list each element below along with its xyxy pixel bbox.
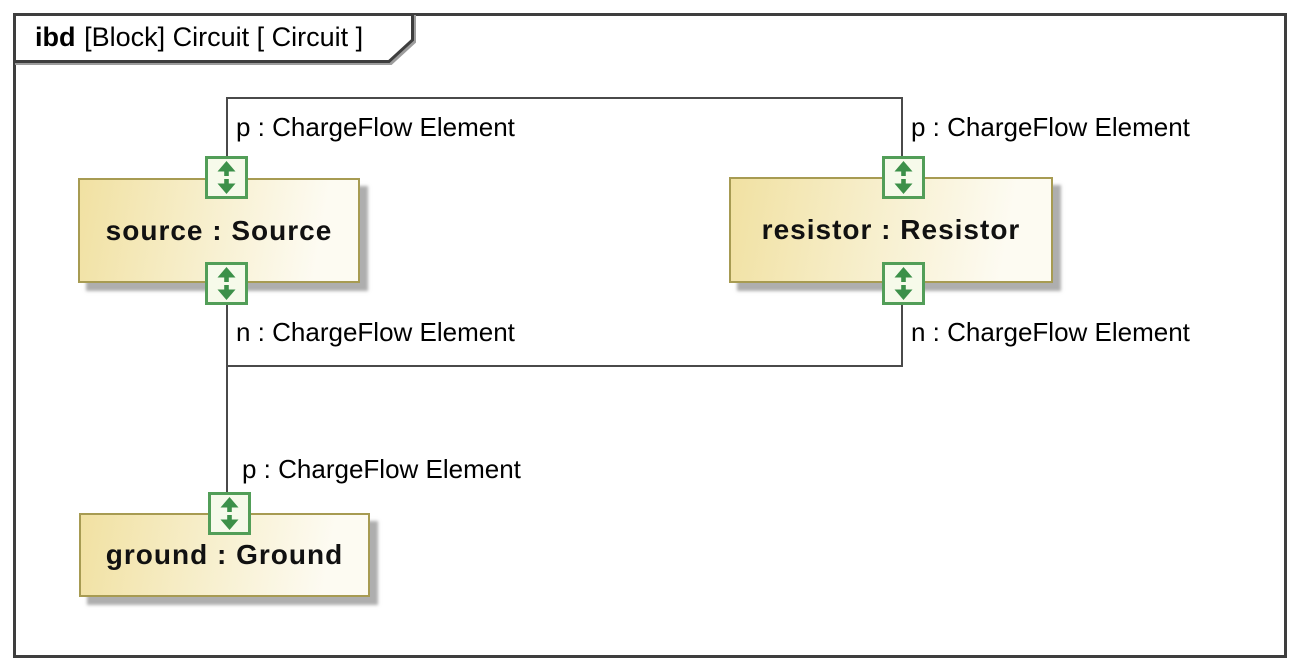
port-label-resistor-n[interactable]: n : ChargeFlow Element <box>911 317 1190 347</box>
part-source-label: source : Source <box>105 214 333 246</box>
diagram-title: ibd [Block] Circuit [ Circuit ] <box>35 13 363 63</box>
frame-header <box>13 13 414 63</box>
port-label-resistor-p[interactable]: p : ChargeFlow Element <box>911 112 1190 142</box>
bidirectional-flow-port-icon <box>205 156 248 199</box>
diagram-title-text: [Block] Circuit [ Circuit ] <box>84 22 364 52</box>
connector-source-n-resistor-n[interactable] <box>226 365 903 367</box>
bidirectional-flow-port-icon <box>208 492 251 535</box>
part-ground-label: ground : Ground <box>105 539 344 570</box>
bidirectional-flow-port-icon <box>205 262 248 305</box>
connector-source-p-left-rail[interactable] <box>226 97 228 157</box>
connector-source-p-resistor-p[interactable] <box>226 97 903 99</box>
connector-resistor-p-right-rail[interactable] <box>901 97 903 157</box>
bidirectional-flow-port-icon <box>882 156 925 199</box>
port-resistor-n[interactable] <box>882 262 925 305</box>
connector-resistor-n-right-rail[interactable] <box>901 304 903 366</box>
part-resistor-label: resistor : Resistor <box>761 214 1021 245</box>
port-resistor-p[interactable] <box>882 156 925 199</box>
bidirectional-flow-port-icon <box>882 262 925 305</box>
diagram-kind-keyword: ibd <box>35 22 76 52</box>
port-ground-p[interactable] <box>208 492 251 535</box>
port-source-p[interactable] <box>205 156 248 199</box>
connector-source-n-ground-p[interactable] <box>226 304 228 493</box>
port-label-source-n[interactable]: n : ChargeFlow Element <box>236 317 515 347</box>
port-source-n[interactable] <box>205 262 248 305</box>
port-label-source-p[interactable]: p : ChargeFlow Element <box>236 112 515 142</box>
port-label-ground-p[interactable]: p : ChargeFlow Element <box>242 454 521 484</box>
